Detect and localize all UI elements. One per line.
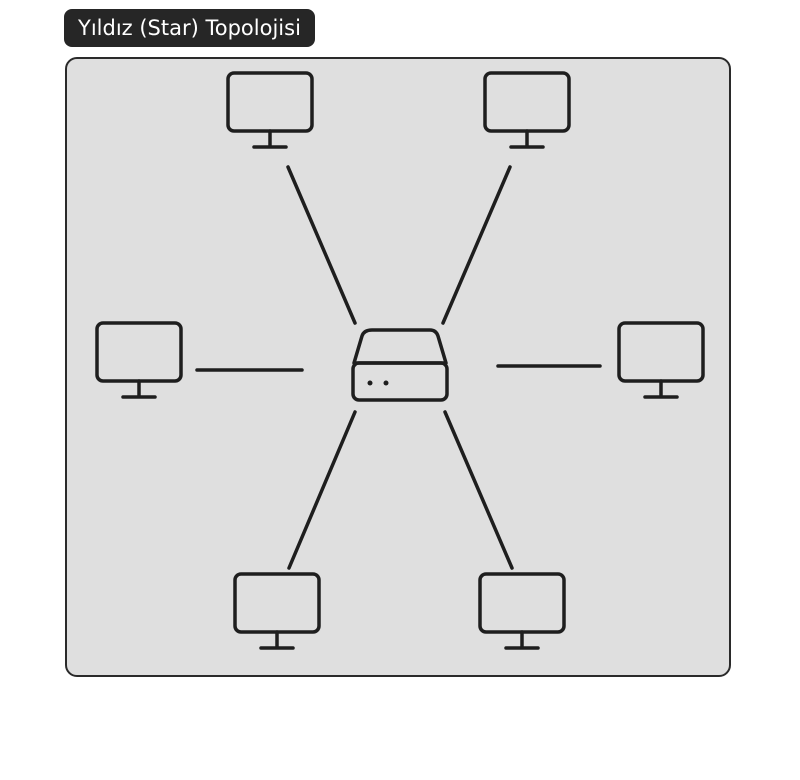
computer-monitor-icon: [233, 572, 321, 650]
computer-monitor-icon: [226, 71, 314, 149]
computer-monitor-icon: [478, 572, 566, 650]
computer-monitor-icon: [617, 321, 705, 399]
computer-monitor-icon: [95, 321, 183, 399]
network-switch-icon: [351, 328, 449, 402]
link-top-right: [441, 165, 512, 325]
link-top-left: [286, 165, 357, 325]
computer-monitor-icon: [483, 71, 571, 149]
diagram-title: Yıldız (Star) Topolojisi: [64, 9, 315, 47]
link-bottom-left: [287, 410, 357, 570]
link-bottom-right: [443, 410, 514, 570]
